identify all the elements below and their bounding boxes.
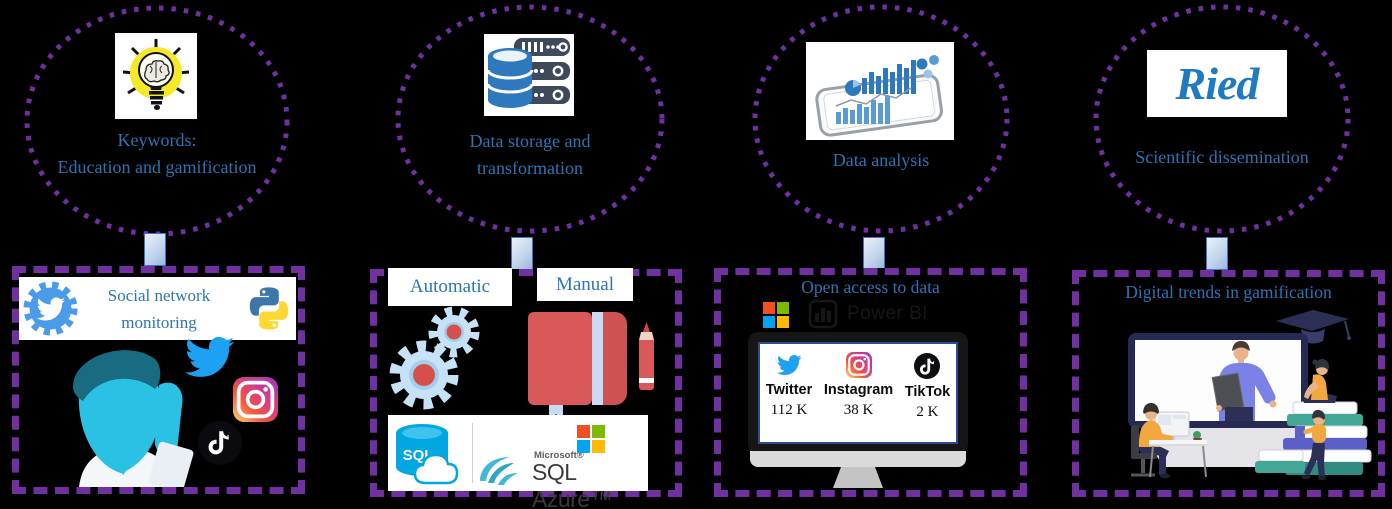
stat-twitter: Twitter 112 K [766, 352, 812, 419]
caption-line: Keywords: [117, 130, 197, 150]
sql-azure-banner: SQL Microsoft® SQL Azure™ [388, 415, 648, 509]
box1-title-line2: monitoring [121, 313, 197, 333]
box4-title: Digital trends in gamification [1125, 282, 1332, 302]
sql-server-swirl-icon [480, 457, 518, 485]
stat-count: 2 K [916, 404, 939, 420]
caption-line: Education and gamification [57, 157, 257, 177]
elearning-illustration [1128, 310, 1372, 481]
person-standing [1301, 409, 1327, 481]
caption-line: transformation [477, 158, 583, 178]
monitor-chin [750, 451, 966, 467]
stat-platform: Instagram [823, 382, 894, 398]
connector-4 [1206, 237, 1228, 270]
ried-logo-text: Ried [1175, 58, 1260, 109]
microsoft-wordmark: Microsoft® [534, 450, 584, 461]
twitter-gear-icon [23, 281, 78, 336]
person-sitting-on-books [1303, 359, 1337, 403]
twitter-icon [777, 354, 802, 375]
ms-square-blue [577, 440, 590, 453]
ms-square-yellow [592, 440, 605, 453]
box1-title: Social network monitoring [79, 282, 239, 336]
tablet-analytics-icon [806, 42, 954, 140]
microsoft-logo [763, 302, 789, 328]
microsoft-logo [577, 425, 605, 453]
twitter-icon [185, 336, 235, 377]
label-manual: Manual [537, 268, 633, 301]
notebook-pencil-icon [528, 312, 654, 421]
connector-1 [144, 233, 166, 266]
caption-line: Data analysis [832, 150, 930, 170]
database-server-icon [484, 34, 574, 116]
stat-platform: TikTok [904, 384, 951, 400]
ms-square-green [777, 302, 789, 314]
student-at-desk [1131, 403, 1207, 479]
dotted-circle-2 [395, 4, 665, 234]
monitor-stand [833, 467, 883, 488]
python-icon [249, 287, 289, 330]
circle-caption-keywords: Keywords: Education and gamification [17, 127, 297, 181]
dotted-circle-3 [752, 4, 1010, 234]
listening-person-illustration [73, 350, 194, 487]
box1-title-line1: Social network [107, 286, 211, 305]
ms-square-red [577, 425, 590, 438]
lightbulb-brain-icon [115, 33, 197, 119]
stat-platform: Twitter [765, 382, 813, 398]
stat-instagram: Instagram 38 K [824, 352, 893, 419]
sql-database-cloud-icon: SQL [396, 424, 459, 485]
ms-square-blue [763, 316, 775, 328]
label-automatic: Automatic [388, 268, 512, 306]
circle-caption-dissemination: Scientific dissemination [1102, 144, 1342, 171]
stat-count: 112 K [770, 402, 808, 418]
sql-azure-wordmark: SQL Azure™ [532, 459, 613, 509]
banner-social-network: Social network monitoring [19, 277, 296, 340]
divider [472, 423, 473, 483]
caption-line: Data storage and [469, 131, 591, 151]
tiktok-icon [198, 421, 242, 465]
power-bi-wordmark: Power BI [847, 303, 929, 324]
box-storage-transformation: Automatic Manual [370, 268, 682, 509]
circle-caption-storage: Data storage and transformation [400, 128, 660, 182]
gears-icon [389, 306, 480, 410]
circle-caption-analysis: Data analysis [781, 147, 981, 174]
box-open-access: Open access to data Power BI Twitter 1 [714, 268, 1027, 497]
box-digital-trends: Digital trends in gamification [1072, 270, 1385, 497]
power-bi-icon [808, 299, 838, 329]
ried-journal-logo: Ried [1147, 50, 1287, 117]
connector-3 [863, 237, 885, 270]
instagram-icon [845, 352, 872, 378]
caption-line: Scientific dissemination [1135, 147, 1309, 167]
tiktok-icon [914, 353, 941, 379]
teacher-figure [1211, 341, 1277, 421]
ms-square-red [763, 302, 775, 314]
box-social-network-monitoring: Social network monitoring [12, 266, 305, 494]
dotted-circle-4 [1093, 4, 1351, 234]
box3-title: Open access to data [801, 277, 940, 297]
instagram-icon [233, 377, 278, 422]
stat-tiktok: TikTok 2 K [905, 352, 950, 421]
connector-2 [511, 237, 533, 270]
ms-square-green [592, 425, 605, 438]
monitor-screen: Twitter 112 K Instagram 38 K [758, 342, 958, 444]
stat-count: 38 K [843, 402, 874, 418]
ms-square-yellow [777, 316, 789, 328]
